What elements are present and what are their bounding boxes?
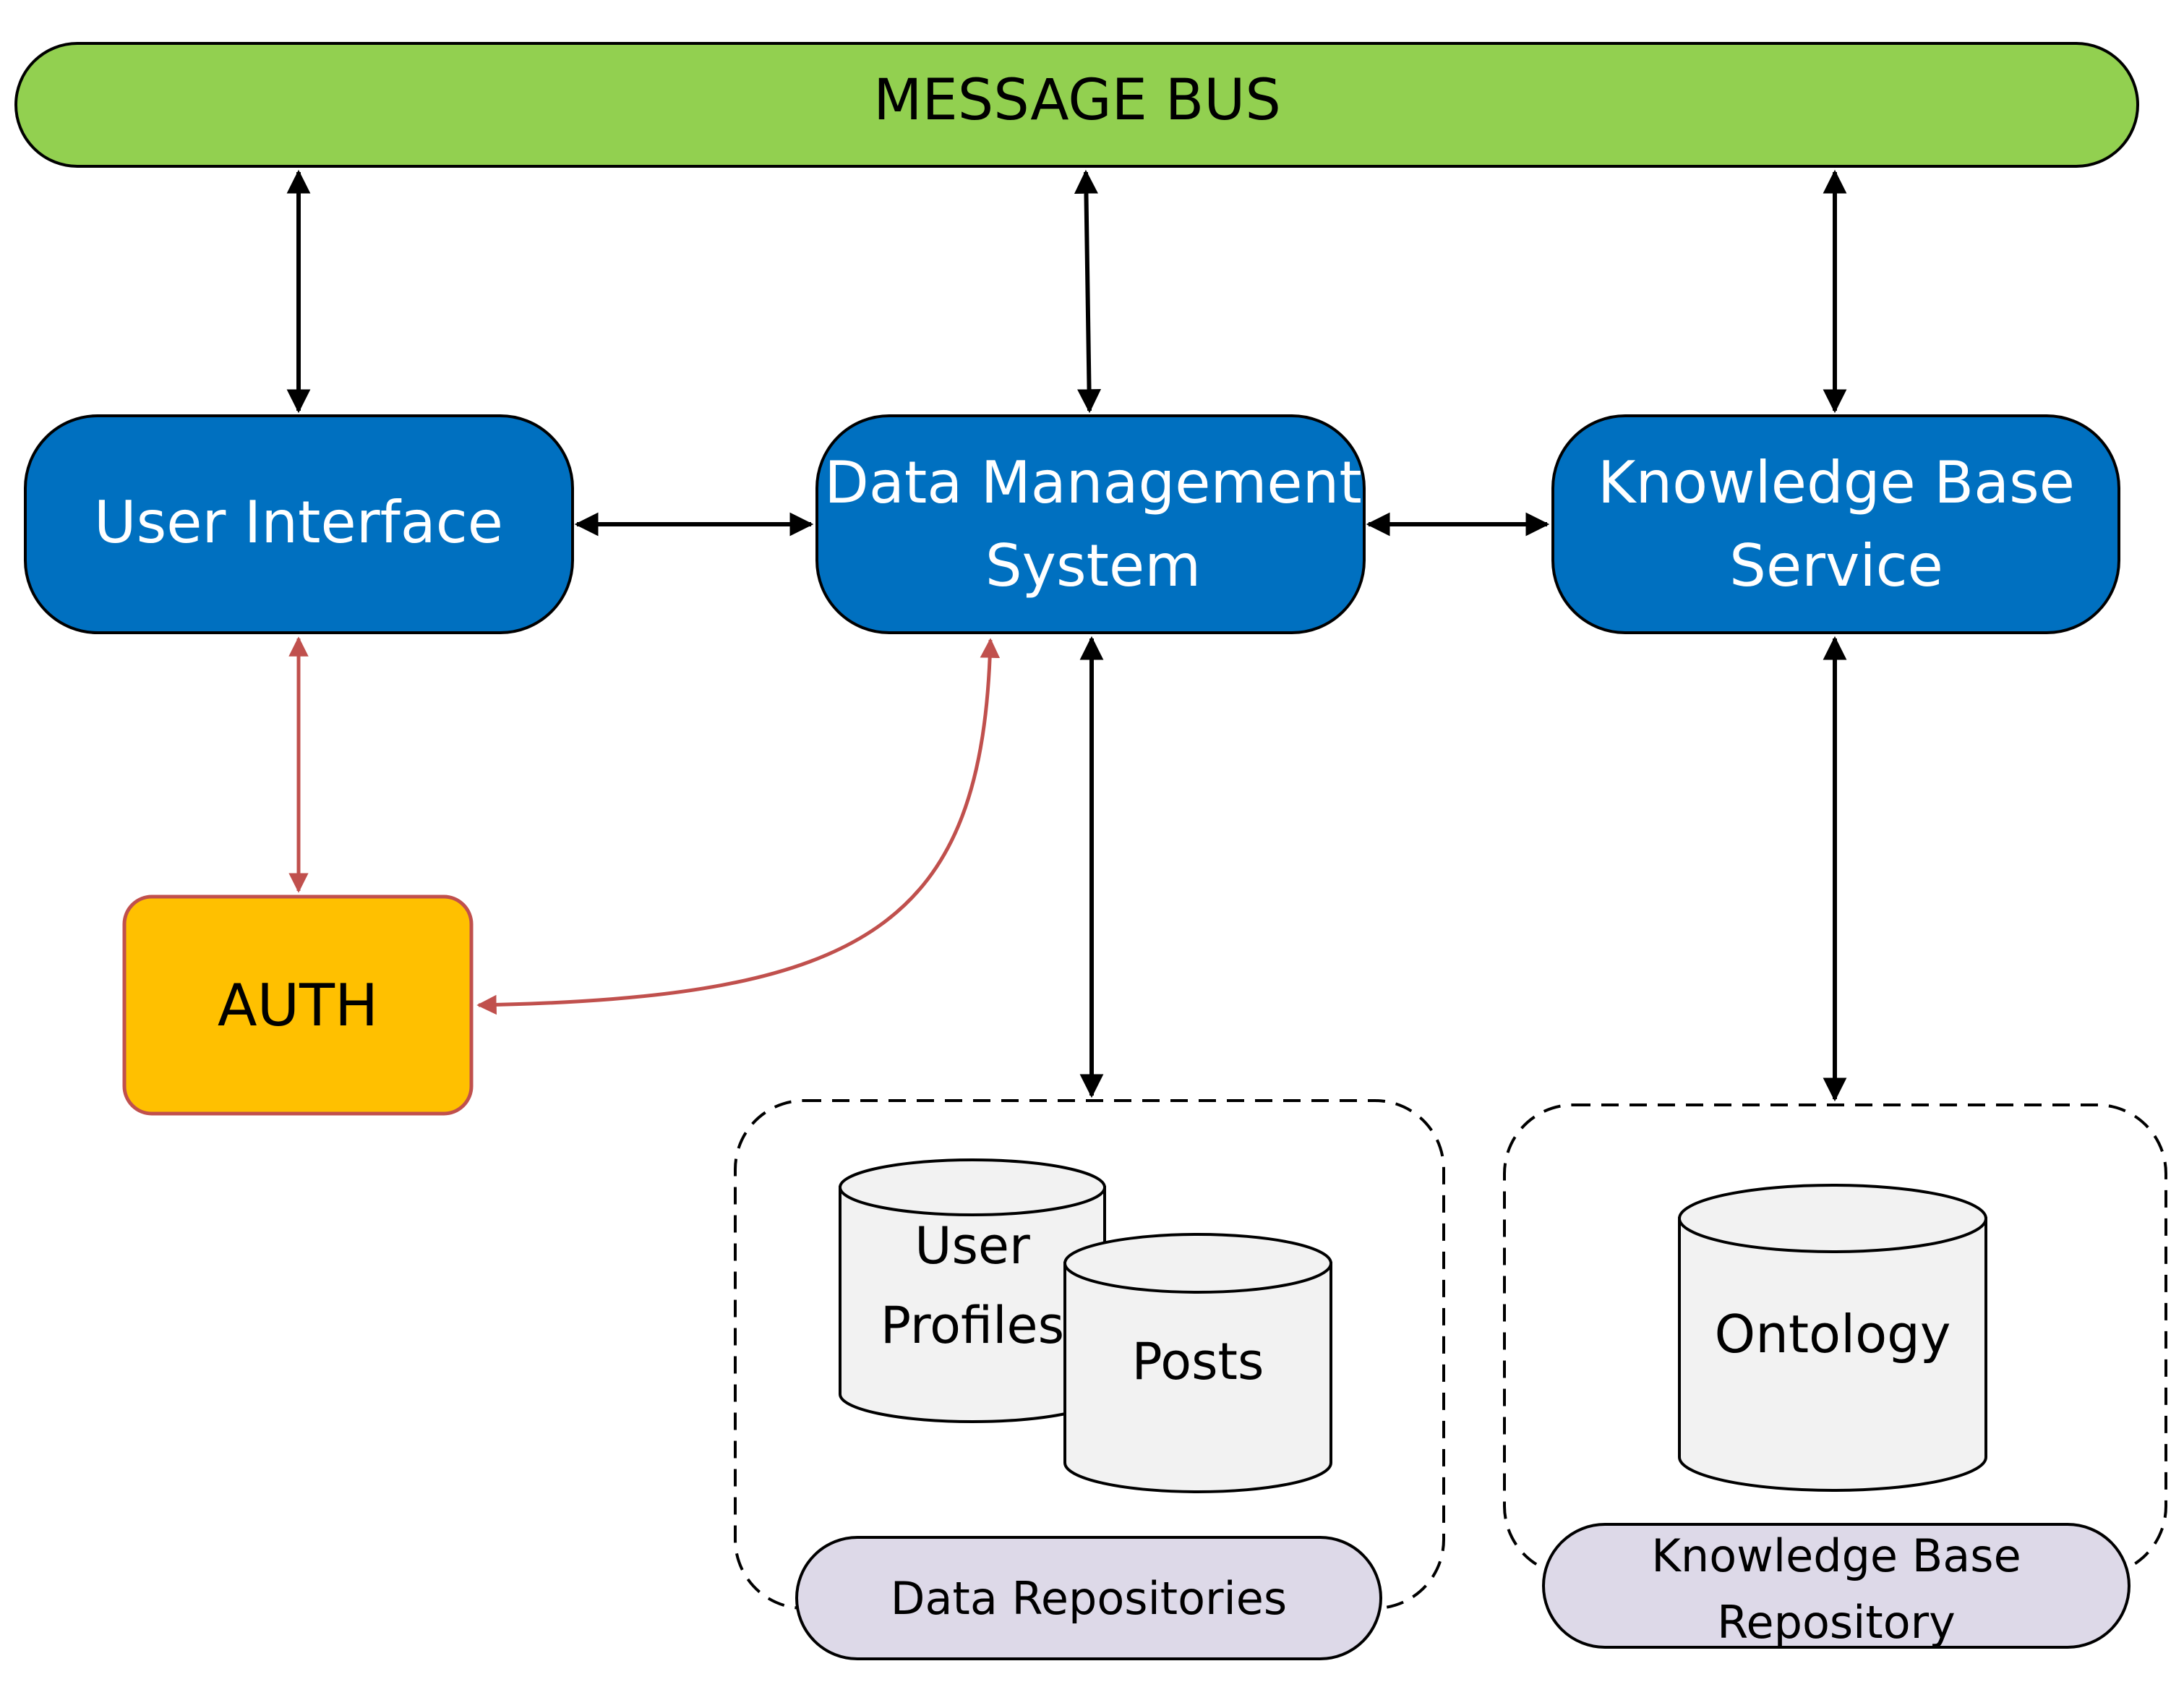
- data-management-line1: Data Management: [824, 449, 1361, 516]
- data-management-line2: System: [985, 532, 1201, 599]
- knowledge-base-service-line1: Knowledge Base: [1598, 449, 2075, 516]
- dms-auth-arrow: [476, 638, 1001, 1015]
- posts-label: Posts: [1132, 1332, 1264, 1391]
- bus-connectors: [286, 169, 1847, 414]
- auth-links: [288, 636, 1001, 1015]
- data-management-system-box: Data Management System: [815, 414, 1366, 634]
- knowledge-base-service-box: Knowledge Base Service: [1551, 414, 2120, 634]
- user-profiles-line2: Profiles: [881, 1296, 1064, 1355]
- knowledge-base-repository-label-pill: Knowledge Base Repository: [1542, 1523, 2131, 1649]
- user-interface-label: User Interface: [94, 489, 503, 556]
- message-bus-label: MESSAGE BUS: [873, 68, 1281, 133]
- knowledge-base-service-line2: Service: [1729, 532, 1943, 599]
- data-repositories-group: User Profiles Posts Data Repositories: [734, 1099, 1445, 1660]
- posts-cylinder: Posts: [1063, 1233, 1332, 1493]
- data-repositories-label-pill: Data Repositories: [795, 1536, 1382, 1660]
- auth-box: AUTH: [122, 895, 474, 1116]
- user-profiles-line1: User: [915, 1216, 1030, 1276]
- auth-label: AUTH: [218, 972, 378, 1039]
- repository-links: [1079, 636, 1847, 1102]
- data-repositories-label: Data Repositories: [891, 1572, 1287, 1625]
- user-profiles-cylinder: User Profiles: [839, 1158, 1106, 1423]
- bus-dms-arrow: [1074, 169, 1102, 414]
- ontology-label: Ontology: [1715, 1304, 1951, 1365]
- knowledge-base-repository-line2: Repository: [1717, 1596, 1956, 1649]
- message-bus: MESSAGE BUS: [14, 42, 2139, 168]
- knowledge-base-repository-line1: Knowledge Base: [1651, 1529, 2021, 1582]
- ontology-cylinder: Ontology: [1678, 1184, 1987, 1492]
- user-interface-box: User Interface: [24, 414, 574, 634]
- knowledge-base-repository-group: Ontology Knowledge Base Repository: [1503, 1103, 2167, 1649]
